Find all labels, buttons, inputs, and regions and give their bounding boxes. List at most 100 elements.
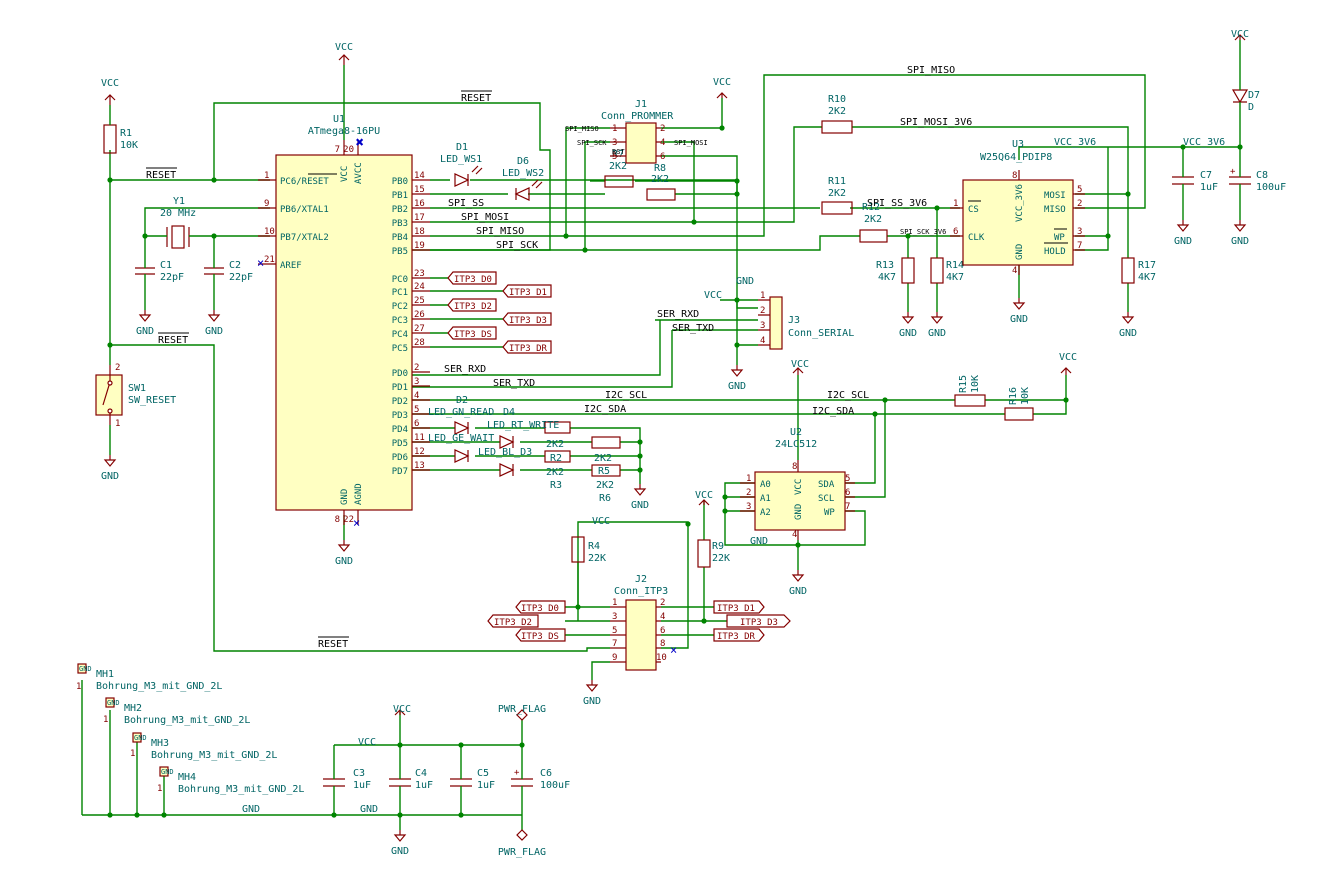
svg-text:A1: A1	[760, 494, 771, 504]
svg-text:5: 5	[612, 626, 617, 636]
r11-body	[821, 201, 853, 215]
svg-text:2K2: 2K2	[596, 480, 614, 491]
net-reset: RESET	[318, 639, 348, 650]
vcc-symbol: VCC	[335, 42, 353, 65]
gnd-symbol: GND	[205, 310, 223, 337]
svg-text:1: 1	[103, 715, 108, 725]
u1-gnd-pin: GND	[340, 489, 350, 505]
net-ser-txd: SER_TXD	[493, 378, 535, 389]
svg-text:R11: R11	[828, 176, 846, 187]
svg-text:6: 6	[953, 227, 958, 237]
r8-body	[646, 188, 676, 201]
svg-text:1: 1	[612, 124, 617, 134]
svg-text:MH4: MH4	[178, 772, 196, 783]
svg-text:A0: A0	[760, 480, 771, 490]
svg-text:6: 6	[660, 152, 665, 162]
svg-text:GND: GND	[794, 504, 804, 520]
u1-pin-number: 14	[414, 171, 425, 181]
svg-text:SPI_SCK: SPI_SCK	[577, 139, 607, 147]
wires	[81, 40, 1241, 830]
net-labels: RESET RESET RESET RESET SPI_MISO SPI_SS …	[146, 65, 972, 650]
svg-text:C3: C3	[353, 768, 365, 779]
u1-right-pins: 14PB015PB116PB217PB318PB419PB523PC024PC1…	[392, 171, 430, 477]
svg-text:2K2: 2K2	[651, 174, 669, 185]
svg-text:VCC: VCC	[794, 479, 804, 495]
svg-text:R4: R4	[588, 541, 600, 552]
svg-text:2: 2	[1077, 199, 1082, 209]
net-spi-miso: SPI_MISO	[907, 65, 955, 76]
u1-pin-name: PB4	[392, 233, 408, 243]
u1-pin-number: 4	[414, 391, 419, 401]
net-reset: RESET	[158, 335, 188, 346]
svg-text:3: 3	[746, 502, 751, 512]
svg-text:1uF: 1uF	[477, 780, 495, 791]
u1-pin-name: PD5	[392, 439, 408, 449]
svg-text:GND: GND	[1231, 236, 1249, 247]
svg-text:ITP3_DS: ITP3_DS	[521, 632, 559, 642]
svg-text:J2: J2	[635, 574, 647, 585]
svg-text:R7: R7	[612, 149, 624, 160]
r1-value: 10K	[120, 140, 138, 151]
r9-body	[697, 539, 711, 568]
net-spi-mosi-3v6: SPI_MOSI_3V6	[900, 117, 972, 128]
u1-pin-number: 3	[414, 377, 419, 387]
label-itp3-ds: ITP3_DS	[447, 326, 497, 340]
net-i2c-sda: I2C_SDA	[812, 406, 854, 417]
gnd-net-label: GND	[750, 536, 768, 547]
svg-text:1: 1	[953, 199, 958, 209]
svg-text:8: 8	[792, 462, 797, 472]
u1-pin-name: PD4	[392, 425, 408, 435]
svg-text:GND: GND	[1119, 328, 1137, 339]
r10-body	[821, 120, 853, 134]
gnd-net-label: GND	[360, 804, 378, 815]
svg-text:3: 3	[760, 321, 765, 331]
svg-text:2: 2	[115, 363, 120, 373]
label-itp3-d3-j2: ITP3_D3	[726, 614, 791, 628]
svg-text:GND: GND	[928, 328, 946, 339]
label-itp3-d2: ITP3_D2	[447, 298, 497, 312]
r1-body	[103, 124, 117, 154]
svg-text:5: 5	[845, 474, 850, 484]
svg-text:R16: R16	[1008, 387, 1019, 405]
svg-text:C4: C4	[415, 768, 427, 779]
u1-pin-number: 17	[414, 213, 425, 223]
svg-text:7: 7	[1077, 241, 1082, 251]
nc-mark: ×	[356, 135, 363, 149]
u1-pin-name: PB3	[392, 219, 408, 229]
pwr-flag: PWR_FLAG	[498, 704, 546, 721]
svg-text:C6: C6	[540, 768, 552, 779]
label-itp3-d3: ITP3_D3	[502, 312, 552, 326]
svg-text:4: 4	[660, 138, 665, 148]
svg-text:W25Q64_PDIP8: W25Q64_PDIP8	[980, 152, 1052, 163]
vcc3v6-net-label: VCC_3V6	[1054, 137, 1096, 148]
net-i2c-scl: I2C_SCL	[827, 390, 869, 401]
vcc-symbol: VCC	[713, 77, 731, 99]
label-itp3-dr-j2: ITP3_DR	[713, 628, 765, 642]
svg-text:GND: GND	[335, 556, 353, 567]
svg-text:3: 3	[1077, 227, 1082, 237]
label-itp3-d1: ITP3_D1	[502, 284, 552, 298]
u1-pin-name: PD6	[392, 453, 408, 463]
svg-text:Bohrung_M3_mit_GND_2L: Bohrung_M3_mit_GND_2L	[96, 681, 222, 692]
svg-text:ITP3_DS: ITP3_DS	[454, 330, 492, 340]
nc-mark: ×	[257, 256, 264, 270]
net-reset: RESET	[461, 93, 491, 104]
svg-text:CLK: CLK	[968, 233, 985, 243]
label-itp3-dr: ITP3_DR	[502, 340, 552, 354]
svg-text:LED_BL_D3: LED_BL_D3	[478, 447, 532, 458]
u1-pin-name: PB2	[392, 205, 408, 215]
svg-text:GND: GND	[631, 500, 649, 511]
gnd-symbol: GND	[1119, 312, 1137, 339]
gnd-symbol: GND	[928, 312, 946, 339]
svg-text:GND: GND	[1015, 244, 1025, 260]
svg-text:D6: D6	[517, 156, 529, 167]
svg-text:GND: GND	[899, 328, 917, 339]
svg-text:SW_RESET: SW_RESET	[128, 395, 176, 406]
